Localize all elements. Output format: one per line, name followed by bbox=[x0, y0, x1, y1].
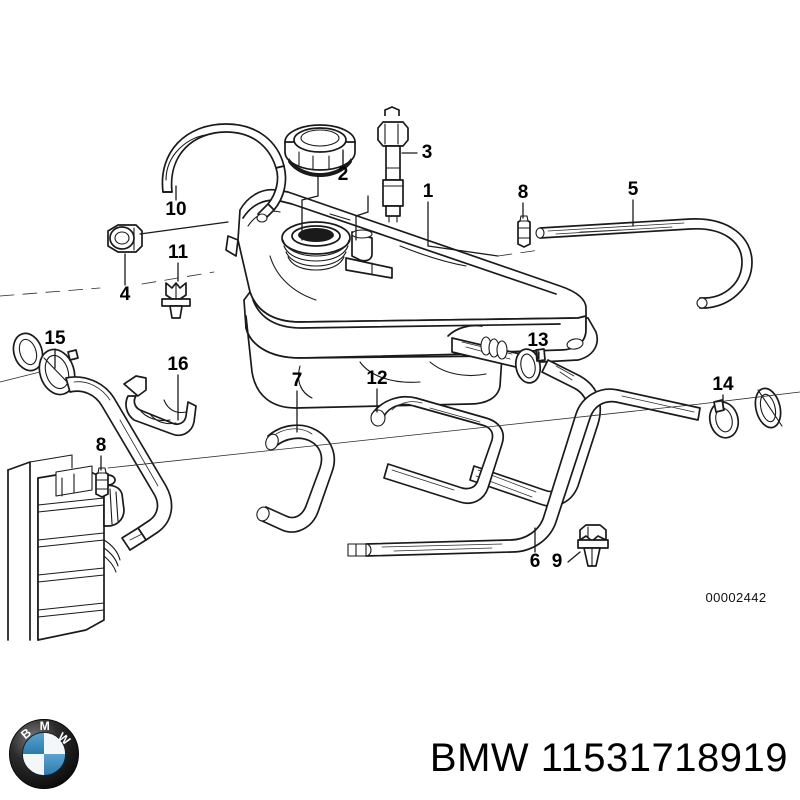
coolant-level-sensor bbox=[377, 106, 409, 223]
callout-13: 13 bbox=[527, 330, 548, 351]
callout-5: 5 bbox=[628, 179, 639, 200]
hose-bracket-holder bbox=[123, 375, 197, 437]
callout-7: 7 bbox=[292, 370, 303, 391]
filler-cap bbox=[284, 124, 356, 177]
retaining-clip-pin bbox=[577, 524, 609, 567]
hose-clamp-large bbox=[12, 332, 79, 396]
rubber-grommet-nut bbox=[107, 224, 143, 253]
radiator-assembly bbox=[7, 454, 125, 641]
bmw-logo-svg: B M W bbox=[9, 719, 79, 789]
part-number-caption: BMW 11531718919 bbox=[429, 736, 788, 780]
callout-labels: 1 2 3 4 5 6 7 8 8 9 10 11 12 13 14 15 16 bbox=[44, 142, 734, 572]
callout-6: 6 bbox=[530, 551, 541, 572]
coolant-hose-radiator-run bbox=[65, 376, 173, 551]
callout-1: 1 bbox=[423, 181, 434, 202]
callout-8-lower: 8 bbox=[96, 435, 107, 456]
callout-4: 4 bbox=[120, 284, 131, 305]
expanding-rivet-clip bbox=[161, 282, 191, 319]
drawing-id: 00002442 bbox=[705, 590, 766, 605]
callout-11: 11 bbox=[168, 242, 189, 263]
callout-9: 9 bbox=[552, 551, 563, 572]
callout-16: 16 bbox=[167, 354, 188, 375]
hose-clamp-small-lower bbox=[95, 467, 109, 498]
hose-clamp-medium-14 bbox=[708, 387, 783, 439]
logo-letter-m: M bbox=[40, 719, 50, 733]
callout-12: 12 bbox=[366, 368, 387, 389]
coolant-hose-tank-outlet bbox=[447, 324, 521, 369]
vent-hose bbox=[161, 123, 287, 223]
callout-15: 15 bbox=[44, 328, 66, 349]
callout-8-upper: 8 bbox=[518, 182, 529, 203]
callout-10: 10 bbox=[165, 199, 186, 220]
leader-lines bbox=[0, 149, 800, 563]
hose-clamp-small-upper bbox=[517, 215, 531, 248]
coolant-hose-center bbox=[370, 395, 505, 505]
expansion-tank bbox=[225, 188, 598, 409]
coolant-hose-left bbox=[256, 424, 336, 533]
callout-14: 14 bbox=[712, 374, 734, 395]
coolant-hose-upper-right bbox=[535, 218, 753, 309]
callout-2: 2 bbox=[338, 164, 349, 185]
coolant-hose-lower bbox=[347, 388, 701, 557]
bmw-roundel-logo: B M W bbox=[8, 718, 80, 790]
callout-3: 3 bbox=[422, 142, 433, 163]
